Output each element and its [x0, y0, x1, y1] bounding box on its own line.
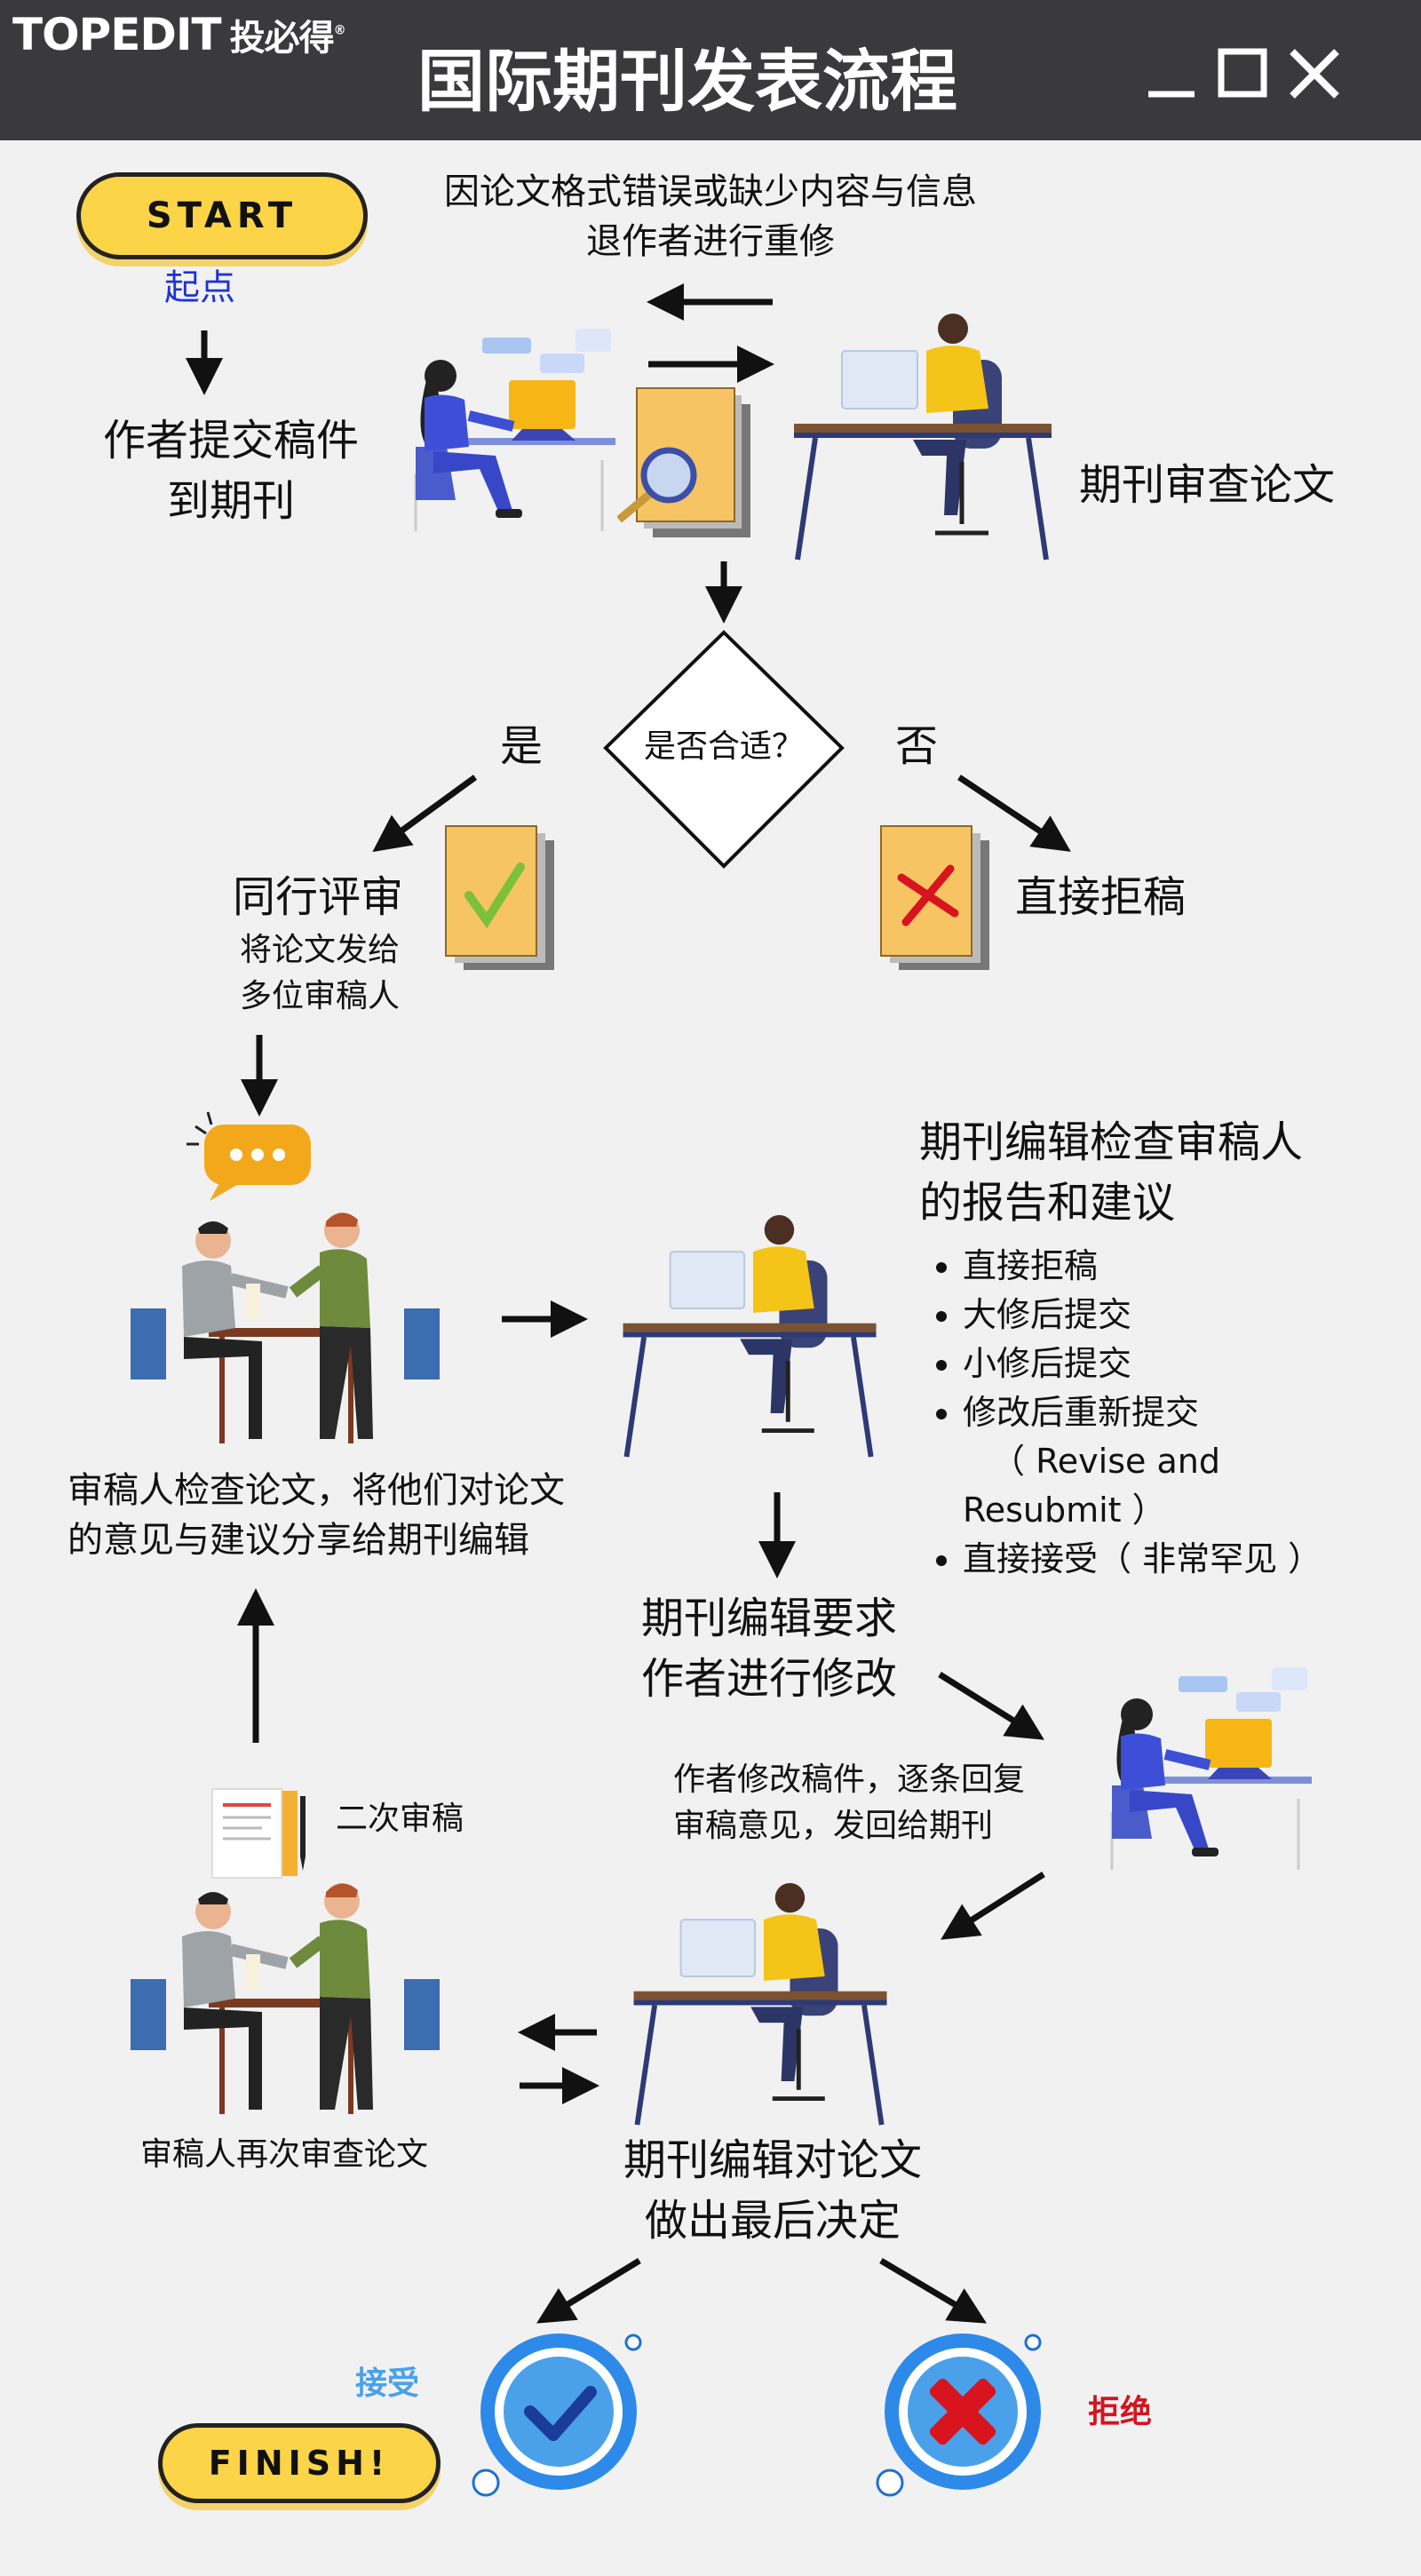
- option-revise-resubmit: 修改后重新提交 （ Revise and Resubmit ）: [963, 1388, 1421, 1535]
- option-revise-resubmit-cn: 修改后重新提交: [963, 1393, 1200, 1432]
- window-titlebar: [0, 0, 1421, 140]
- accept-label: 接受: [355, 2365, 420, 2402]
- author-at-laptop-illustration: [414, 329, 615, 531]
- close-icon[interactable]: [1283, 36, 1346, 107]
- author-revise-illustration: [1110, 1667, 1312, 1870]
- author-revise-line2: 审稿意见，发回给期刊: [673, 1808, 994, 1844]
- page-title: 国际期刊发表流程: [417, 42, 957, 121]
- submit-step-line1: 作者提交稿件: [102, 416, 359, 465]
- editor-final-illustration: [633, 1882, 887, 2126]
- minimize-icon[interactable]: [1141, 36, 1203, 107]
- reviewer-share-line2: 的意见与建议分享给期刊编辑: [67, 1520, 529, 1561]
- decision-yes-label: 是: [500, 721, 544, 771]
- return-note-line2: 退作者进行重修: [586, 221, 835, 262]
- final-decision: 期刊编辑对论文 做出最后决定: [568, 2130, 977, 2251]
- screen-step-label: 期刊审查论文: [1079, 460, 1336, 510]
- peer-review-line2: 多位审稿人: [239, 978, 400, 1014]
- editor-check-line1: 期刊编辑检查审稿人: [919, 1117, 1304, 1167]
- option-revise-resubmit-en2: Resubmit ）: [963, 1491, 1166, 1530]
- option-direct-accept: 直接接受（ 非常罕见 ）: [963, 1535, 1421, 1584]
- author-revise-line1: 作者修改稿件，逐条回复: [673, 1761, 1026, 1798]
- option-major-revision: 大修后提交: [963, 1291, 1421, 1340]
- final-decision-line2: 做出最后决定: [644, 2196, 901, 2246]
- option-direct-reject: 直接拒稿: [963, 1242, 1421, 1291]
- second-review-document-icon: [211, 1788, 306, 1879]
- reviewer-share-line1: 审稿人检查论文，将他们对论文: [67, 1470, 565, 1511]
- editor-check-heading: 期刊编辑检查审稿人 的报告和建议: [919, 1112, 1399, 1233]
- document-magnifier-illustration: [617, 387, 750, 537]
- decision-no-label: 否: [895, 721, 939, 771]
- checkmark-document-icon: [445, 825, 554, 970]
- editor-options-list: 直接拒稿 大修后提交 小修后提交 修改后重新提交 （ Revise and Re…: [917, 1242, 1421, 1584]
- revision-request-line1: 期刊编辑要求: [641, 1594, 898, 1643]
- author-revise-desc: 作者修改稿件，逐条回复 审稿意见，发回给期刊: [673, 1757, 1099, 1849]
- final-decision-line1: 期刊编辑对论文: [623, 2135, 922, 2185]
- reviewers-meeting-illustration: [131, 1212, 440, 1443]
- accept-check-icon: [472, 2334, 642, 2497]
- return-note: 因论文格式错误或缺少内容与信息 退作者进行重修: [391, 167, 1030, 266]
- reject-cross-icon: [876, 2334, 1042, 2497]
- brand-name-cn: 投必得: [229, 18, 335, 59]
- editor-review-illustration: [623, 1214, 877, 1458]
- finish-pill: FINISH!: [158, 2423, 441, 2503]
- reject-label: 拒绝: [1088, 2394, 1153, 2430]
- brand-name: TOPEDIT: [12, 9, 222, 60]
- direct-reject-label: 直接拒稿: [1015, 872, 1187, 922]
- option-minor-revision: 小修后提交: [963, 1340, 1421, 1388]
- peer-review-title: 同行评审: [233, 872, 404, 922]
- peer-review-desc: 将论文发给 多位审稿人: [222, 927, 417, 1020]
- reviewer-again-label: 审稿人再次审查论文: [139, 2136, 428, 2173]
- editor-at-desk-illustration: [794, 314, 1052, 561]
- option-revise-resubmit-en1: （ Revise and: [991, 1442, 1220, 1481]
- decision-diamond: [603, 630, 845, 869]
- second-review-label: 二次审稿: [336, 1801, 464, 1837]
- start-caption: 起点: [164, 267, 235, 308]
- reviewers-second-meeting-illustration: [131, 1883, 440, 2114]
- speech-bubble-icon: [187, 1111, 311, 1201]
- cross-document-icon: [880, 825, 989, 970]
- return-note-line1: 因论文格式错误或缺少内容与信息: [444, 171, 977, 212]
- decision-question: 是否合适？: [643, 728, 804, 765]
- maximize-icon[interactable]: [1212, 36, 1274, 107]
- revision-request-line2: 作者进行修改: [641, 1654, 898, 1704]
- peer-review-line1: 将论文发给: [239, 932, 400, 968]
- editor-check-line2: 的报告和建议: [919, 1178, 1176, 1228]
- revision-request: 期刊编辑要求 作者进行修改: [641, 1588, 961, 1709]
- brand-mark: ®: [333, 23, 346, 38]
- reviewer-share-desc: 审稿人检查论文，将他们对论文 的意见与建议分享给期刊编辑: [67, 1466, 618, 1565]
- submit-step-label: 作者提交稿件 到期刊: [62, 410, 400, 531]
- start-pill: START: [76, 172, 368, 259]
- submit-step-line2: 到期刊: [166, 476, 295, 526]
